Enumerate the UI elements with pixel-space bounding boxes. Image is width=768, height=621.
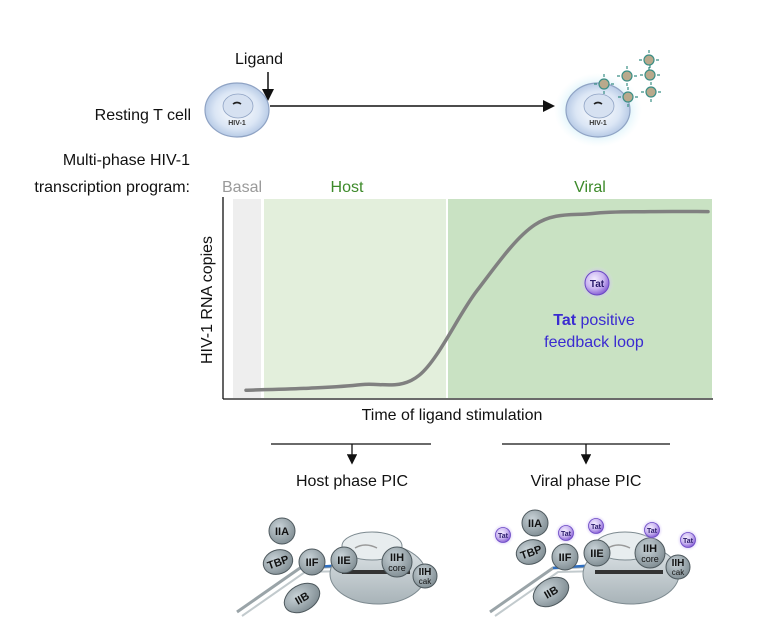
region-viral bbox=[448, 199, 712, 398]
ligand-label: Ligand bbox=[235, 51, 283, 68]
resting-t-cell-label: Resting T cell bbox=[95, 107, 191, 124]
feedback-loop-line1: Tat positive bbox=[553, 312, 635, 329]
tat-molecule-1: Tat bbox=[492, 524, 514, 546]
viral-iih-core-factor: IIH core bbox=[634, 537, 666, 569]
svg-text:Tat: Tat bbox=[498, 533, 509, 540]
rna-curve bbox=[244, 209, 710, 392]
svg-text:IIF: IIF bbox=[559, 552, 572, 564]
iia-factor: IIA bbox=[268, 517, 296, 545]
viral-iih-cak-factor: IIH cak bbox=[665, 554, 691, 580]
viral-tbp-factor: TBP bbox=[515, 539, 547, 565]
svg-text:Tat: Tat bbox=[591, 524, 602, 531]
svg-text:cak: cak bbox=[672, 568, 685, 577]
tbp-factor: TBP bbox=[262, 549, 294, 575]
svg-text:IIH: IIH bbox=[419, 567, 432, 578]
svg-text:IIA: IIA bbox=[528, 518, 542, 530]
activated-cell: HIV-1 bbox=[554, 73, 642, 147]
tat-badge-label: Tat bbox=[590, 279, 605, 290]
phase-label-viral: Viral bbox=[574, 179, 606, 196]
iif-factor: IIF bbox=[298, 548, 326, 576]
tat-molecule-3: Tat bbox=[585, 515, 607, 537]
plot-ylabel: HIV-1 RNA copies bbox=[199, 236, 216, 364]
svg-text:IIF: IIF bbox=[306, 557, 319, 569]
phase-label-basal: Basal bbox=[222, 179, 262, 196]
svg-text:IIE: IIE bbox=[337, 555, 350, 567]
region-host bbox=[264, 199, 446, 398]
cell-hiv-label: HIV-1 bbox=[228, 120, 246, 127]
plot-area bbox=[222, 197, 713, 400]
viral-iif-factor: IIF bbox=[551, 543, 579, 571]
viral-iia-factor: IIA bbox=[521, 509, 549, 537]
svg-text:Tat: Tat bbox=[683, 538, 694, 545]
svg-text:IIH: IIH bbox=[672, 558, 685, 569]
svg-text:core: core bbox=[641, 554, 659, 564]
svg-text:Tat: Tat bbox=[561, 531, 572, 538]
viral-iib-factor: IIB bbox=[532, 576, 570, 608]
svg-text:IIH: IIH bbox=[390, 552, 404, 564]
tat-molecule-4: Tat bbox=[641, 519, 663, 541]
phase-label-host: Host bbox=[331, 179, 364, 196]
program-label-line2: transcription program: bbox=[34, 179, 190, 196]
resting-cell: HIV-1 bbox=[204, 82, 270, 138]
tat-badge: Tat bbox=[580, 266, 614, 300]
region-basal bbox=[233, 199, 261, 398]
iih-core-factor: IIH core bbox=[381, 546, 413, 578]
feedback-loop-line2: feedback loop bbox=[544, 334, 644, 351]
plot-xlabel: Time of ligand stimulation bbox=[362, 407, 543, 424]
svg-text:core: core bbox=[388, 563, 406, 573]
svg-text:IIE: IIE bbox=[590, 548, 603, 560]
iib-factor: IIB bbox=[283, 582, 321, 614]
iie-factor: IIE bbox=[330, 546, 358, 574]
tat-molecule-5: Tat bbox=[677, 529, 699, 551]
host-pic-title: Host phase PIC bbox=[296, 473, 408, 490]
program-label-line1: Multi-phase HIV-1 bbox=[63, 152, 190, 169]
svg-text:cak: cak bbox=[419, 577, 432, 586]
activated-cell-hiv-label: HIV-1 bbox=[589, 120, 607, 127]
svg-text:Tat: Tat bbox=[647, 528, 658, 535]
viral-pic-title: Viral phase PIC bbox=[531, 473, 642, 490]
virions-icon bbox=[594, 50, 661, 107]
viral-pic-complex: IIA TBP IIF IIE IIB IIH core IIH cak bbox=[489, 509, 699, 617]
tat-molecule-2: Tat bbox=[555, 522, 577, 544]
iih-cak-factor: IIH cak bbox=[412, 563, 438, 589]
svg-text:IIH: IIH bbox=[643, 543, 657, 555]
viral-iie-factor: IIE bbox=[583, 539, 611, 567]
host-pic-complex: IIA TBP IIF IIE IIB IIH core IIH cak bbox=[236, 517, 438, 617]
svg-text:IIA: IIA bbox=[275, 526, 289, 538]
